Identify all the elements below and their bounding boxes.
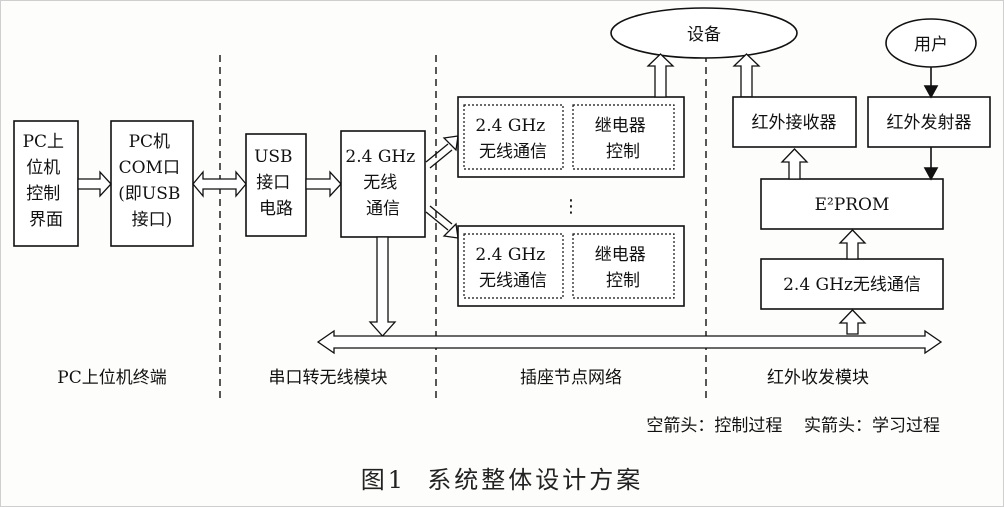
device-ellipse — [610, 7, 798, 59]
arrow-ui-to-com — [77, 170, 112, 198]
arrow-wireless-to-eeprom — [838, 229, 867, 260]
pc-ui-label: PC上 位机 控制 界面 — [23, 132, 70, 230]
section-ir-module: 红外收发模块 — [767, 368, 869, 388]
socket-ellipsis: ⋮ — [562, 196, 580, 217]
ir-wireless-label: 2.4 GHz无线通信 — [783, 275, 921, 295]
socket-bottom-relay-label: 继电器 控制 — [595, 245, 651, 291]
section-pc-terminal: PC上位机终端 — [57, 368, 166, 388]
arrow-bus-to-ir-wireless — [838, 309, 867, 335]
section-socket-network: 插座节点网络 — [520, 368, 622, 388]
socket-top-wireless-label: 2.4 GHz 无线通信 — [475, 116, 550, 162]
usb-circuit-label: USB 接口 电路 — [254, 147, 298, 219]
device-label: 设备 — [687, 25, 721, 45]
arrow-user-to-transmitter — [923, 67, 939, 99]
ir-transmitter-label: 红外发射器 — [887, 113, 972, 133]
pc-com-box — [110, 120, 194, 247]
usb-circuit-box — [245, 133, 307, 237]
socket-top-relay-label: 继电器 控制 — [595, 116, 651, 162]
wireless-main-label: 2.4 GHz 无线 通信 — [345, 147, 420, 219]
ir-receiver-box — [732, 96, 857, 148]
arrow-wireless-to-socket-top — [425, 135, 459, 169]
ir-transmitter-box — [867, 96, 991, 148]
socket-top-wireless-box — [463, 104, 564, 170]
socket-bottom-relay-box — [572, 233, 675, 299]
wireless-main-box — [340, 130, 426, 238]
arrow-receiver-to-device — [732, 53, 761, 98]
arrow-socket-to-device — [646, 53, 675, 98]
arrow-wireless-to-bus — [368, 236, 397, 337]
arrow-transmitter-to-eeprom — [923, 147, 939, 181]
socket-bottom-wireless-box — [463, 233, 564, 299]
socket-top-relay-box — [572, 104, 675, 170]
arrow-wireless-to-socket-bottom — [425, 205, 459, 239]
section-serial-wireless: 串口转无线模块 — [269, 368, 388, 388]
arrow-legend: 空箭头：控制过程 实箭头：学习过程 — [646, 416, 940, 436]
user-label: 用户 — [914, 35, 948, 55]
socket-bottom-wireless-label: 2.4 GHz 无线通信 — [475, 245, 550, 291]
arrow-eeprom-to-receiver — [780, 148, 809, 180]
pc-com-label: PC机 COM口 (即USB 接口) — [118, 132, 186, 230]
eeprom-box — [760, 178, 944, 230]
wireless-bus-arrow — [316, 329, 943, 355]
pc-ui-box — [13, 120, 79, 247]
ir-receiver-label: 红外接收器 — [752, 113, 837, 133]
eeprom-label: E²PROM — [815, 195, 890, 215]
figure-caption: 图1 系统整体设计方案 — [361, 466, 644, 494]
arrow-usb-to-wireless — [305, 170, 342, 198]
